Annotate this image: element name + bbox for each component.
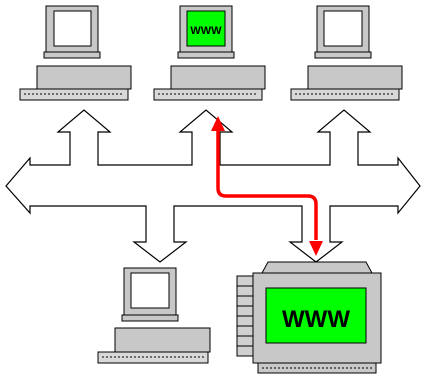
server-bottom-right: WWW bbox=[236, 261, 382, 374]
web-screen bbox=[186, 10, 226, 47]
arrowhead-up bbox=[211, 116, 225, 131]
computer-bottom-left bbox=[97, 267, 211, 364]
computer-screen bbox=[130, 272, 170, 309]
arrowhead-down bbox=[309, 241, 323, 256]
computer-top-left bbox=[19, 5, 132, 101]
keyboard bbox=[97, 351, 209, 364]
screen-label: WWW bbox=[190, 25, 222, 37]
web-screen bbox=[265, 287, 367, 344]
computer-screen bbox=[53, 10, 92, 47]
computer-top-middle: WWW bbox=[153, 5, 266, 101]
computer-top-right bbox=[290, 5, 403, 101]
computer-screen bbox=[323, 10, 363, 47]
highlighted-link bbox=[211, 116, 323, 256]
screen-label: WWW bbox=[282, 306, 350, 333]
network-bus bbox=[5, 109, 421, 263]
